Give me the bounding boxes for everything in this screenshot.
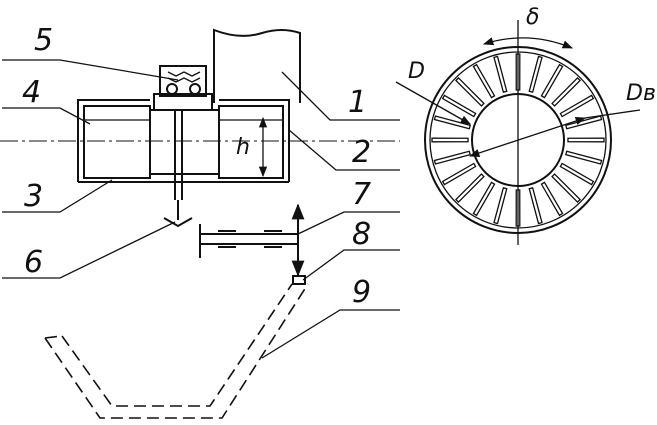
ring-slot (565, 150, 603, 165)
label-1: 1 (348, 85, 367, 120)
ring-slot (551, 173, 581, 203)
ring-slot (493, 187, 508, 225)
label-delta: δ (526, 5, 539, 30)
drum-housing (77, 93, 290, 200)
label-2: 2 (352, 135, 371, 170)
label-6: 6 (24, 245, 43, 280)
label-4: 4 (22, 75, 41, 110)
ring-slot (540, 181, 564, 217)
ring-slot (493, 55, 508, 93)
collector-trough (44, 283, 309, 419)
ring-slot (540, 63, 564, 99)
label-h: h (236, 135, 250, 160)
ring-slot (441, 94, 477, 118)
ring-slot (455, 77, 485, 107)
ring-slot (455, 173, 485, 203)
hopper (213, 28, 301, 103)
ring-slot (472, 181, 496, 217)
ring-slot (559, 94, 595, 118)
ring-slot (431, 137, 469, 143)
ring-slot (433, 115, 471, 130)
label-9: 9 (352, 275, 371, 310)
label-5: 5 (34, 23, 53, 58)
ring-slot (528, 187, 543, 225)
ring-slot (551, 77, 581, 107)
drive-assembly (163, 200, 306, 285)
spring-block (159, 65, 207, 97)
ring-slot (433, 150, 471, 165)
ring-slot (472, 63, 496, 99)
ring-slot (528, 55, 543, 93)
leader-lines (2, 59, 400, 359)
label-D: D (408, 59, 425, 84)
label-3: 3 (24, 179, 43, 214)
ring-dimensions (395, 20, 641, 245)
ring-slot (559, 162, 595, 186)
ring-slot (567, 137, 605, 143)
label-8: 8 (352, 217, 371, 252)
label-Db: Dв (626, 81, 656, 106)
ring-slot (441, 162, 477, 186)
label-7: 7 (352, 177, 371, 212)
